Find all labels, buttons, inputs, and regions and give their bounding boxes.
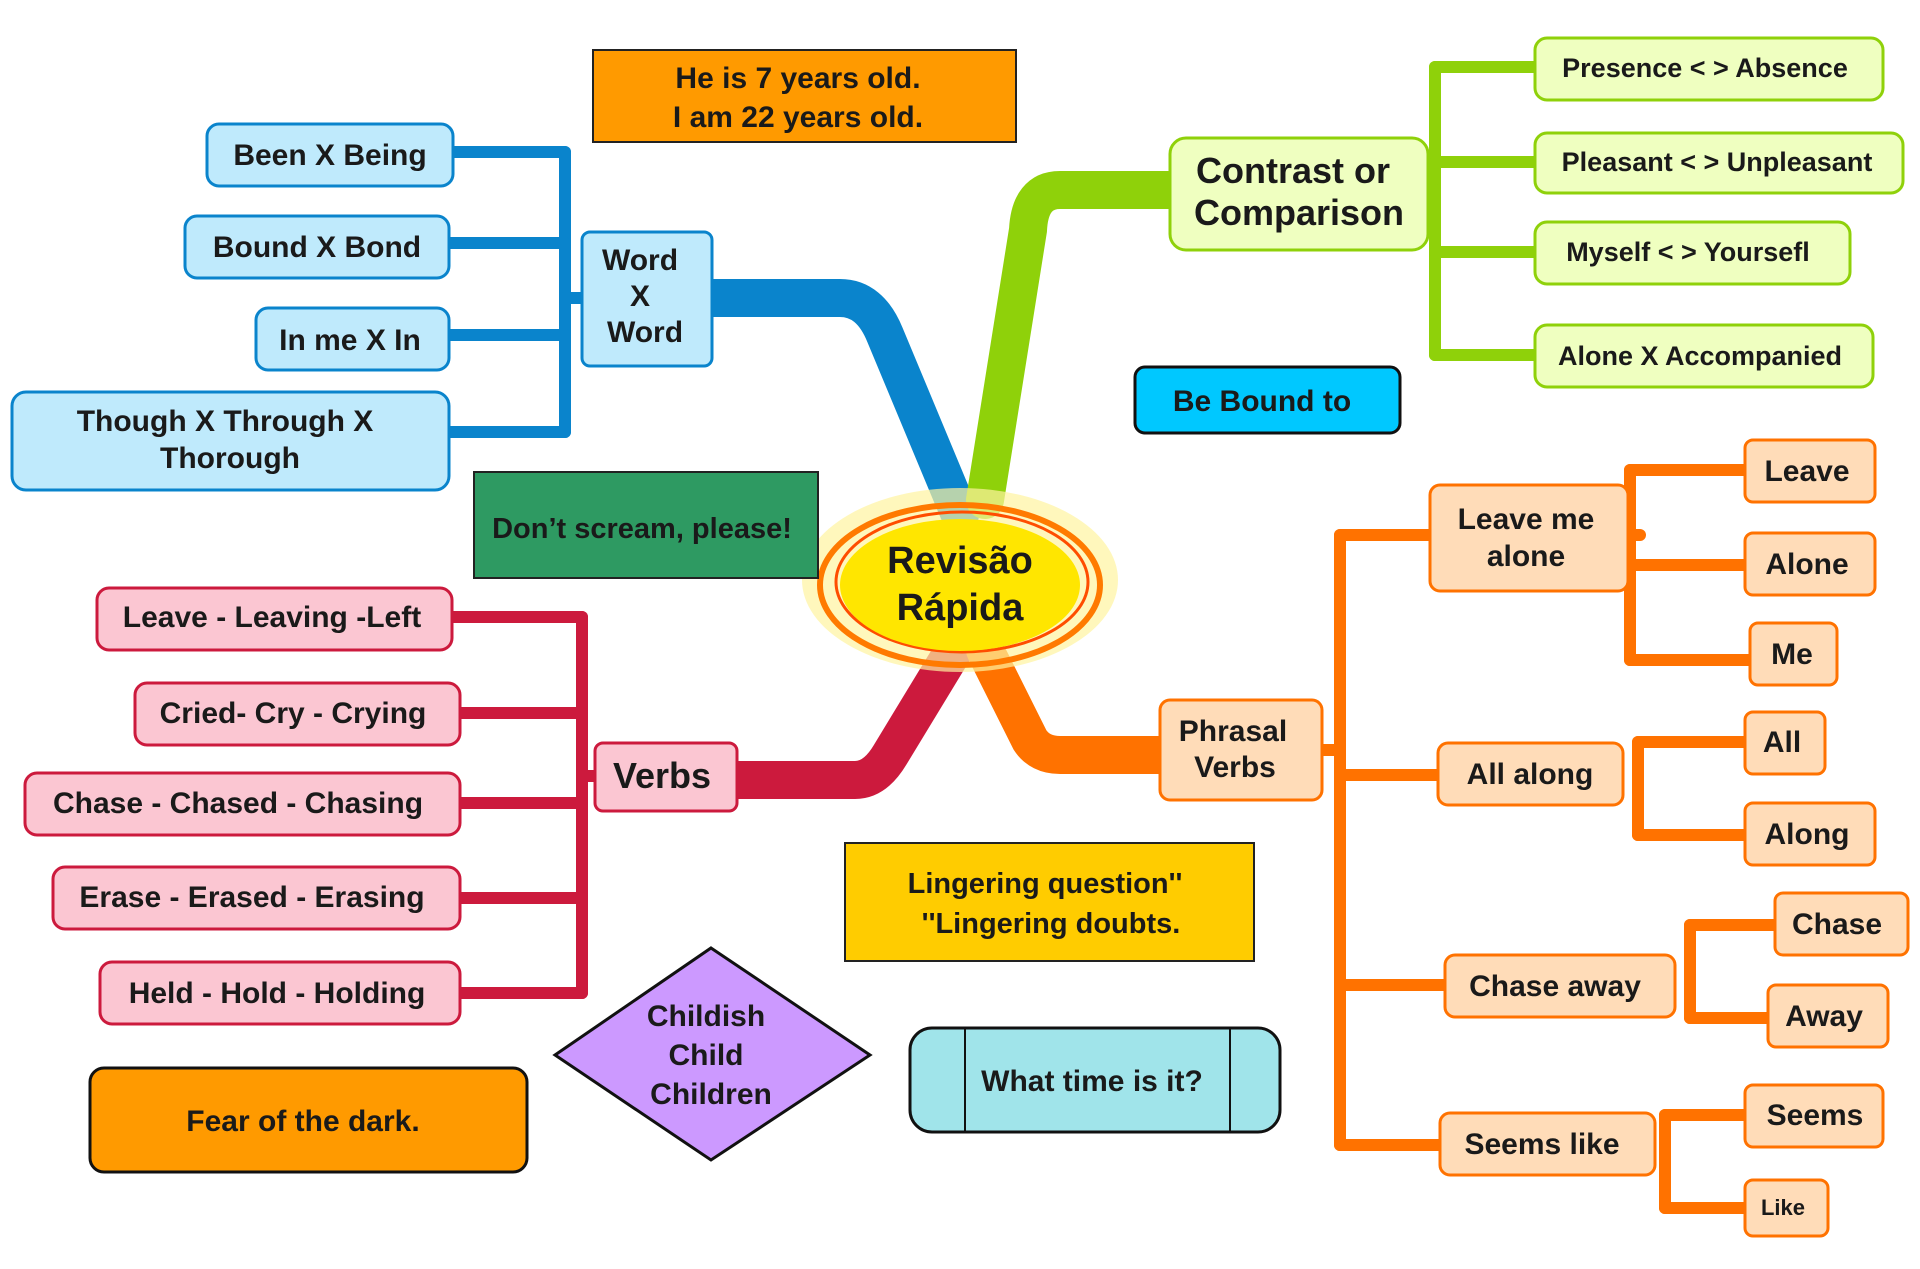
verbs-node: Verbs bbox=[593, 741, 739, 813]
phrasal-part-label: Along bbox=[1765, 818, 1850, 851]
red-connectors bbox=[446, 611, 601, 999]
phrasal-part-label: Me bbox=[1771, 638, 1813, 671]
contrast-item-label: Myself < > Yoursefl bbox=[1566, 237, 1810, 267]
contrast-item-alone: Alone X Accompanied bbox=[1533, 323, 1875, 389]
word-item-in-me-in: In me X In bbox=[254, 306, 451, 372]
verb-item-label: Erase - Erased - Erasing bbox=[79, 881, 424, 914]
phrasal-group-label: Leave me bbox=[1458, 503, 1595, 536]
word-item-though-through: Though X Through X Thorough bbox=[10, 390, 451, 492]
phrasal-node: Phrasal Verbs bbox=[1158, 698, 1324, 802]
phrasal-part-label: Leave bbox=[1764, 455, 1849, 488]
verb-item-label: Held - Hold - Holding bbox=[129, 977, 426, 1010]
note-fear: Fear of the dark. bbox=[88, 1066, 529, 1174]
phrasal-group-label: Seems like bbox=[1464, 1128, 1619, 1161]
contrast-item-label: Presence < > Absence bbox=[1562, 53, 1848, 83]
verb-item-chase: Chase - Chased - Chasing bbox=[23, 771, 462, 837]
phrasal-part-label: All bbox=[1763, 726, 1801, 759]
phrasal-part-me: Me bbox=[1748, 621, 1839, 687]
contrast-line1: Contrast or bbox=[1196, 150, 1390, 191]
contrast-node: Contrast or Comparison bbox=[1168, 136, 1430, 252]
phrasal-part-label: Away bbox=[1785, 1000, 1863, 1033]
verb-item-leave: Leave - Leaving -Left bbox=[95, 586, 454, 652]
note-fear-label: Fear of the dark. bbox=[186, 1105, 419, 1138]
blue-branch bbox=[691, 279, 979, 534]
phrasal-group-chase-away: Chase away bbox=[1443, 953, 1677, 1019]
word-item-label: In me X In bbox=[279, 324, 421, 357]
verb-item-label: Leave - Leaving -Left bbox=[123, 601, 421, 634]
phrasal-part-chase: Chase bbox=[1773, 891, 1910, 957]
phrasal-part-all: All bbox=[1743, 710, 1827, 776]
note-dont-scream-label: Don’t scream, please! bbox=[492, 513, 792, 545]
phrasal-part-label: Alone bbox=[1765, 548, 1848, 581]
center-title-line1: Revisão bbox=[887, 540, 1033, 582]
note-lingering-line1: Lingering question'' bbox=[908, 868, 1183, 900]
word-x-word-line1: Word bbox=[602, 244, 678, 277]
phrasal-part-label: Like bbox=[1761, 1195, 1805, 1220]
contrast-item-label: Alone X Accompanied bbox=[1558, 341, 1842, 371]
orange-branch bbox=[966, 631, 1179, 774]
main-branches bbox=[691, 171, 1189, 799]
note-age-line1: He is 7 years old. bbox=[675, 62, 920, 95]
note-lingering-line2: ''Lingering doubts. bbox=[922, 908, 1181, 940]
phrasal-part-like: Like bbox=[1743, 1178, 1830, 1238]
word-x-word-line3: Word bbox=[607, 316, 683, 349]
contrast-item-myself: Myself < > Yoursefl bbox=[1533, 220, 1852, 286]
verbs-label: Verbs bbox=[613, 755, 711, 796]
phrasal-line2: Verbs bbox=[1194, 751, 1276, 784]
phrasal-group-label: Chase away bbox=[1469, 970, 1641, 1003]
note-dont-scream: Don’t scream, please! bbox=[473, 471, 819, 579]
word-item-been-being: Been X Being bbox=[205, 122, 455, 188]
contrast-line2: Comparison bbox=[1194, 192, 1404, 233]
phrasal-group-all-along: All along bbox=[1436, 741, 1625, 807]
contrast-item-pleasant: Pleasant < > Unpleasant bbox=[1533, 131, 1905, 195]
contrast-item-presence: Presence < > Absence bbox=[1533, 36, 1885, 102]
note-childish-line3: Children bbox=[650, 1078, 772, 1111]
note-be-bound: Be Bound to bbox=[1133, 365, 1402, 435]
note-childish-line1: Childish bbox=[647, 1000, 765, 1033]
note-lingering: Lingering question'' ''Lingering doubts. bbox=[844, 842, 1255, 962]
word-item-bound-bond: Bound X Bond bbox=[183, 214, 451, 280]
note-childish: Childish Child Children bbox=[552, 946, 873, 1162]
phrasal-part-leave: Leave bbox=[1743, 438, 1877, 504]
blue-connectors bbox=[439, 146, 588, 438]
note-childish-line2: Child bbox=[669, 1039, 744, 1072]
note-be-bound-label: Be Bound to bbox=[1173, 385, 1351, 418]
phrasal-part-label: Chase bbox=[1792, 908, 1882, 941]
word-item-label: Though X Through X bbox=[77, 405, 374, 438]
green-connectors bbox=[1419, 61, 1541, 361]
phrasal-part-along: Along bbox=[1743, 801, 1877, 867]
phrasal-group-leave-me-alone: Leave me alone bbox=[1428, 483, 1630, 593]
note-what-time: What time is it? bbox=[908, 1026, 1282, 1134]
contrast-item-label: Pleasant < > Unpleasant bbox=[1562, 147, 1873, 177]
word-item-label: Bound X Bond bbox=[213, 231, 421, 264]
note-age-line2: I am 22 years old. bbox=[673, 101, 923, 134]
verb-item-label: Chase - Chased - Chasing bbox=[53, 787, 423, 820]
word-x-word-line2: X bbox=[630, 280, 650, 313]
phrasal-group-seems-like: Seems like bbox=[1438, 1111, 1657, 1177]
phrasal-part-away: Away bbox=[1766, 983, 1890, 1049]
phrasal-part-seems: Seems bbox=[1743, 1083, 1885, 1149]
phrasal-group-label: All along bbox=[1467, 758, 1594, 791]
verb-item-cried: Cried- Cry - Crying bbox=[133, 681, 462, 747]
phrasal-line1: Phrasal bbox=[1179, 715, 1287, 748]
phrasal-part-alone: Alone bbox=[1743, 531, 1877, 597]
word-item-label: Been X Being bbox=[233, 139, 426, 172]
center-node: Revisão Rápida bbox=[802, 488, 1118, 672]
verb-item-held: Held - Hold - Holding bbox=[98, 960, 462, 1026]
phrasal-group-label: alone bbox=[1487, 540, 1565, 573]
verb-item-erase: Erase - Erased - Erasing bbox=[51, 865, 462, 931]
note-what-time-label: What time is it? bbox=[981, 1065, 1203, 1098]
green-branch bbox=[966, 171, 1189, 519]
word-item-label: Thorough bbox=[160, 442, 300, 475]
center-title-line2: Rápida bbox=[897, 587, 1025, 629]
phrasal-part-label: Seems bbox=[1767, 1099, 1864, 1132]
verb-item-label: Cried- Cry - Crying bbox=[160, 697, 427, 730]
red-branch bbox=[716, 629, 974, 799]
note-age: He is 7 years old. I am 22 years old. bbox=[592, 49, 1017, 143]
word-x-word-node: Word X Word bbox=[580, 230, 714, 368]
